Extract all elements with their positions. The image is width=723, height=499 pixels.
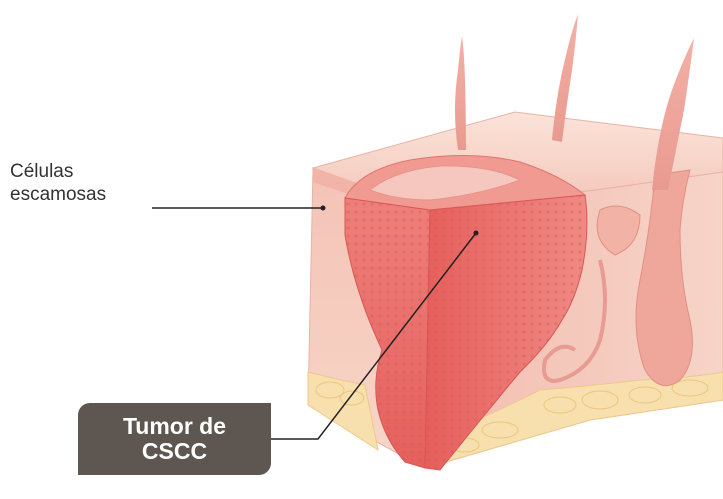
- tumor-pointer-dot: [474, 231, 479, 236]
- tumor-label-line1: Tumor de: [78, 414, 271, 439]
- squamous-cells-label-line2: escamosas: [10, 183, 106, 207]
- squamous-pointer-dot: [321, 206, 326, 211]
- hair-1: [455, 36, 466, 150]
- tumor-label-line2: CSCC: [78, 439, 271, 464]
- tumor-label-box: Tumor de CSCC: [78, 403, 271, 475]
- squamous-cells-label-line1: Células: [10, 160, 73, 184]
